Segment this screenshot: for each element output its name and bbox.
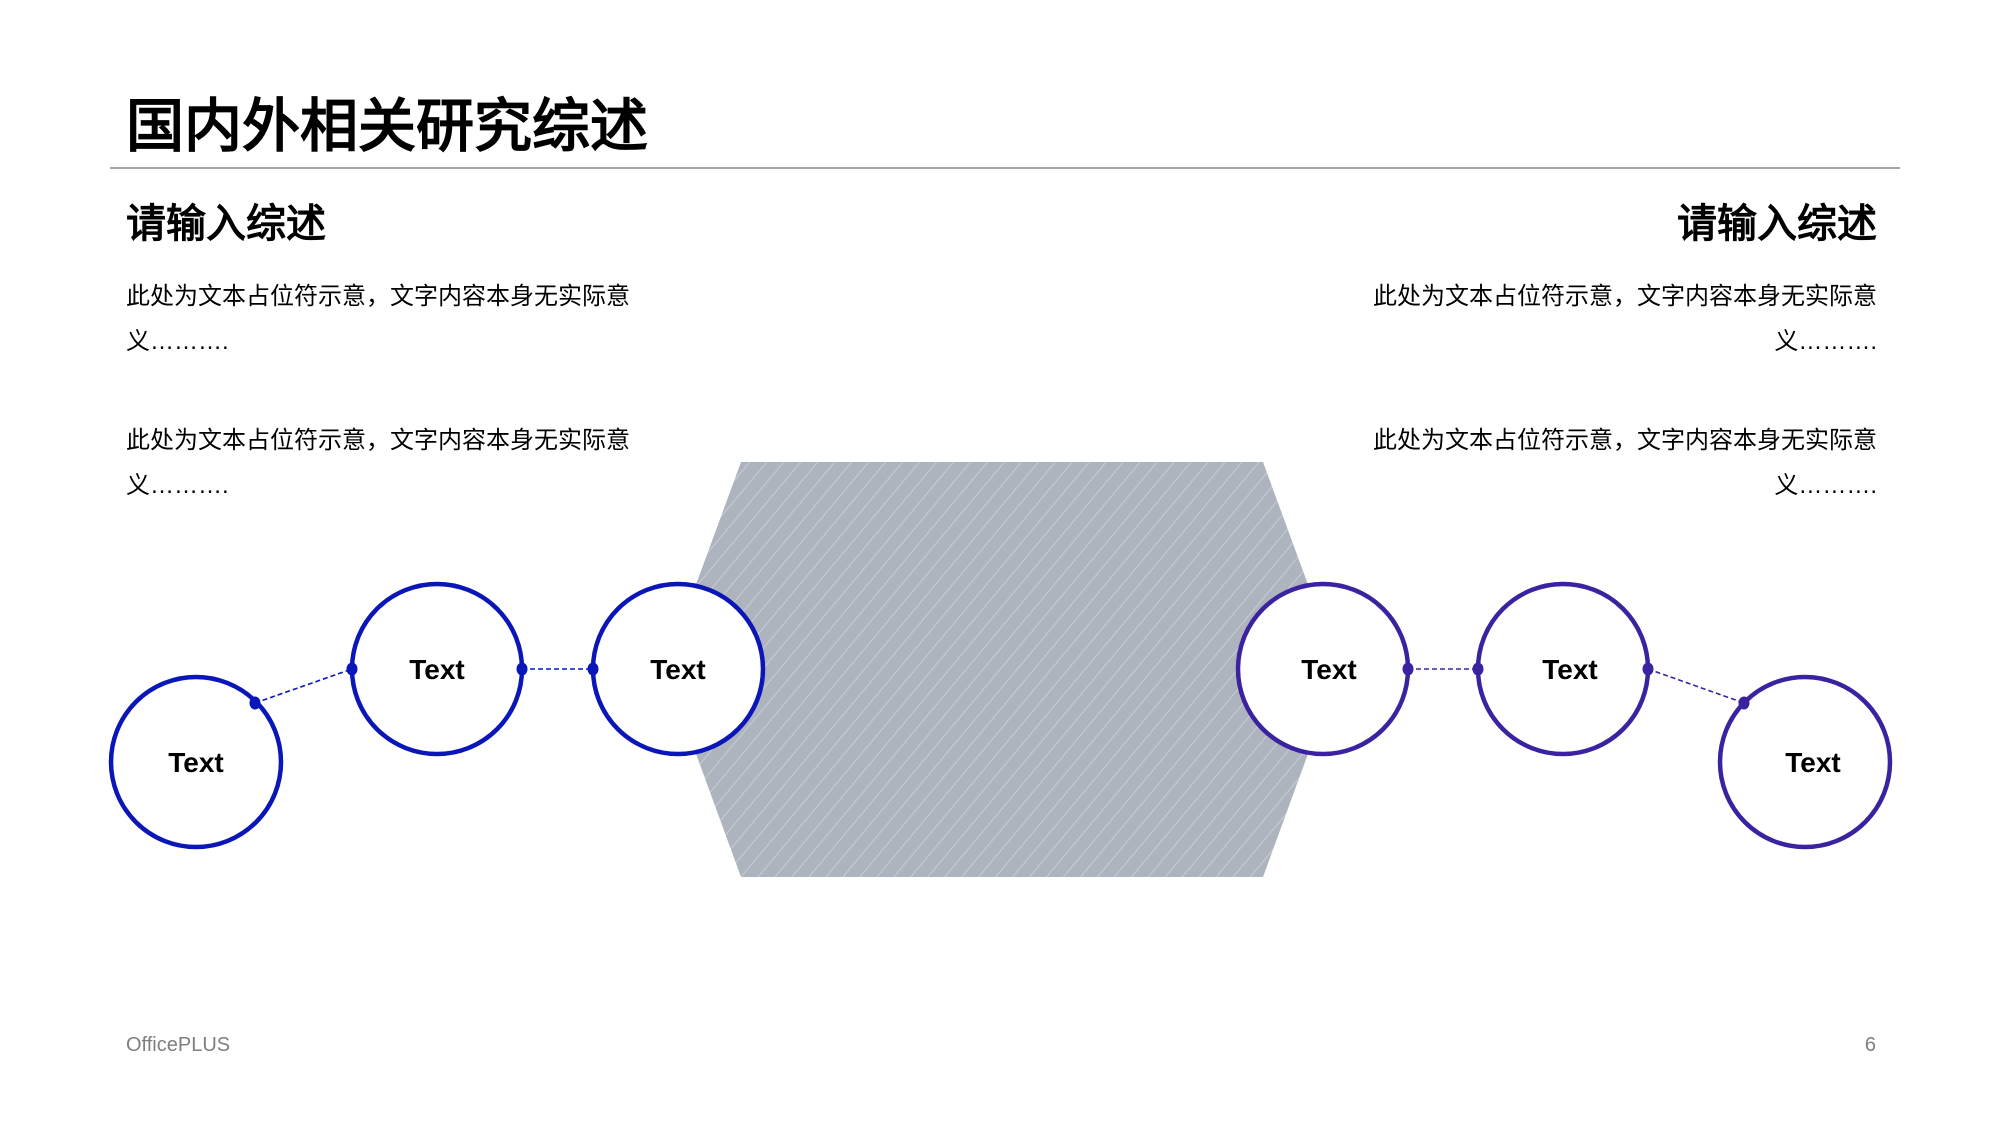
left-paragraph-1: 此处为文本占位符示意，文字内容本身无实际意义………. bbox=[126, 283, 630, 355]
title-divider bbox=[110, 167, 1900, 169]
connector-dot bbox=[516, 662, 528, 676]
connector-dot bbox=[1402, 662, 1414, 676]
node-label-6: Text bbox=[1785, 747, 1841, 778]
node-circle-1[interactable] bbox=[108, 674, 284, 850]
slide-title: 国内外相关研究综述 bbox=[126, 94, 649, 159]
page-number: 6 bbox=[1864, 1034, 1876, 1056]
node-label-1: Text bbox=[168, 747, 224, 778]
node-label-5: Text bbox=[1542, 654, 1598, 685]
node-label-4: Text bbox=[1301, 654, 1357, 685]
connector-line bbox=[254, 668, 353, 704]
right-chain bbox=[1235, 581, 1893, 850]
left-text-column: 请输入综述 此处为文本占位符示意，文字内容本身无实际意义………. 此处为文本占位… bbox=[126, 196, 646, 508]
connector-line bbox=[1647, 668, 1745, 704]
connector-dot bbox=[249, 696, 261, 710]
node-label-3: Text bbox=[650, 654, 706, 685]
connector-dot bbox=[346, 662, 358, 676]
node-circle-6[interactable] bbox=[1717, 674, 1893, 850]
connector-dot bbox=[587, 662, 599, 676]
connector-dot bbox=[1738, 696, 1750, 710]
node-label-2: Text bbox=[409, 654, 465, 685]
left-heading: 请输入综述 bbox=[126, 202, 326, 246]
right-paragraph-1: 此处为文本占位符示意，文字内容本身无实际意义………. bbox=[1373, 283, 1877, 355]
connector-dot bbox=[1642, 662, 1654, 676]
right-heading: 请输入综述 bbox=[1677, 202, 1877, 246]
center-hexagon bbox=[665, 462, 1339, 877]
right-text-column: 请输入综述 此处为文本占位符示意，文字内容本身无实际意义………. 此处为文本占位… bbox=[1357, 196, 1877, 508]
footer-brand: OfficePLUS bbox=[126, 1034, 231, 1056]
left-paragraph-2: 此处为文本占位符示意，文字内容本身无实际意义………. bbox=[126, 427, 630, 499]
right-paragraph-2: 此处为文本占位符示意，文字内容本身无实际意义………. bbox=[1373, 427, 1877, 499]
connector-dot bbox=[1472, 662, 1484, 676]
left-chain bbox=[108, 581, 766, 850]
